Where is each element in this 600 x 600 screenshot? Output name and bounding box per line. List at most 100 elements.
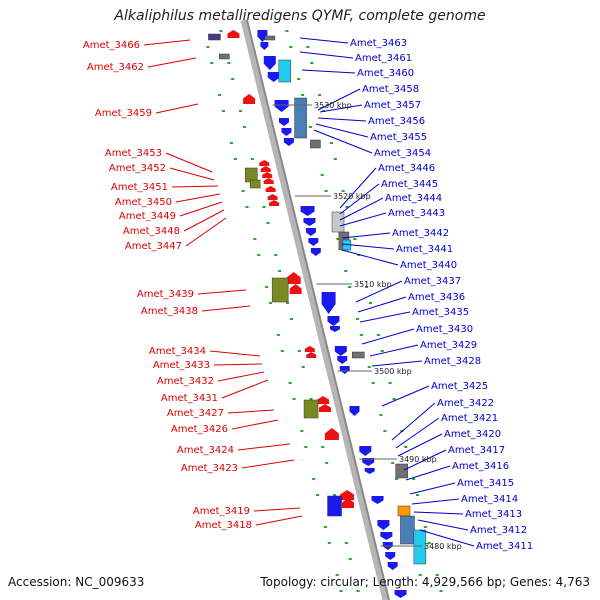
gene-label-right: Amet_3412: [470, 525, 527, 536]
track-tick: [306, 46, 310, 48]
right-leader-line: [381, 385, 430, 407]
genome-stats-text: Topology: circular; Length: 4,929,566 bp…: [260, 575, 590, 589]
gene-label-right: Amet_3456: [368, 116, 425, 127]
track-tick: [222, 110, 226, 112]
gene-box-cyan: [413, 529, 427, 565]
gene-arrow-forward: [387, 562, 398, 570]
gene-arrow-reverse: [243, 94, 256, 104]
left-leader-line: [201, 305, 251, 312]
gene-arrow-forward: [385, 552, 396, 560]
gene-arrow-forward: [371, 496, 384, 504]
gene-label-right: Amet_3421: [441, 413, 498, 424]
track-tick: [318, 94, 322, 96]
track-tick: [316, 494, 320, 496]
gene-label-left: Amet_3450: [115, 197, 172, 208]
gene-box-gray: [219, 53, 230, 60]
gene-label-right: Amet_3445: [381, 179, 438, 190]
left-leader-line: [213, 363, 263, 366]
gene-arrow-forward: [303, 218, 316, 226]
right-leader-line: [341, 249, 399, 266]
gene-label-right: Amet_3457: [364, 100, 421, 111]
genome-backbone: [240, 19, 390, 600]
track-tick: [325, 462, 329, 464]
gene-box-lightgray: [331, 211, 345, 233]
gene-arrow-reverse: [259, 160, 270, 166]
track-tick: [304, 446, 308, 448]
track-tick: [309, 398, 313, 400]
track-tick: [371, 382, 375, 384]
left-leader-line: [175, 193, 221, 203]
track-tick: [416, 494, 420, 496]
gene-arrow-reverse: [269, 200, 280, 206]
left-leader-line: [147, 57, 197, 68]
gene-arrow-forward: [281, 128, 292, 136]
track-tick: [301, 366, 305, 368]
gene-label-left: Amet_3438: [141, 306, 198, 317]
track-tick: [418, 574, 422, 576]
track-tick: [376, 334, 380, 336]
track-tick: [333, 494, 337, 496]
scale-label: 3530 kbp: [314, 101, 352, 110]
track-tick: [289, 46, 293, 48]
gene-arrow-forward: [329, 326, 340, 332]
left-leader-line: [241, 459, 295, 469]
track-tick: [288, 382, 292, 384]
track-tick: [353, 238, 357, 240]
right-leader-line: [397, 433, 443, 457]
gene-arrow-reverse: [342, 498, 355, 508]
gene-arrow-forward: [300, 206, 315, 216]
track-tick: [245, 206, 249, 208]
track-tick: [210, 62, 214, 64]
track-tick: [355, 318, 359, 320]
gene-label-left: Amet_3448: [123, 226, 180, 237]
gene-label-right: Amet_3413: [465, 509, 522, 520]
track-tick: [250, 158, 254, 160]
right-leader-line: [411, 498, 460, 505]
track-tick: [292, 398, 296, 400]
gene-box-gray: [264, 35, 276, 41]
gene-label-right: Amet_3437: [404, 276, 461, 287]
gene-arrow-reverse: [262, 172, 273, 178]
left-leader-line: [231, 419, 279, 430]
right-leader-line: [319, 104, 363, 113]
gene-arrow-forward: [274, 100, 289, 112]
gene-label-left: Amet_3423: [181, 463, 238, 474]
track-tick: [344, 270, 348, 272]
track-tick: [391, 462, 395, 464]
track-tick: [266, 222, 270, 224]
gene-arrow-forward: [334, 346, 347, 356]
gene-label-left: Amet_3453: [105, 148, 162, 159]
gene-label-left: Amet_3432: [157, 376, 214, 387]
gene-box-cyan: [278, 59, 292, 83]
gene-box-gray: [395, 463, 408, 479]
track-tick: [359, 334, 363, 336]
gene-label-right: Amet_3435: [412, 307, 469, 318]
gene-label-right: Amet_3458: [362, 84, 419, 95]
gene-label-right: Amet_3444: [385, 193, 442, 204]
track-tick: [367, 366, 371, 368]
gene-arrow-forward: [364, 468, 375, 474]
gene-arrow-forward: [260, 42, 269, 50]
track-tick: [335, 574, 339, 576]
right-leader-line: [405, 465, 451, 481]
left-leader-line: [185, 217, 227, 247]
right-leader-line: [315, 123, 369, 138]
track-tick: [323, 526, 327, 528]
track-tick: [348, 286, 352, 288]
scale-label: 3480 kbp: [424, 542, 462, 551]
gene-label-left: Amet_3433: [153, 360, 210, 371]
track-tick: [423, 526, 427, 528]
right-leader-line: [339, 167, 377, 209]
right-leader-line: [299, 37, 349, 44]
gene-box-gray: [310, 139, 321, 149]
track-tick: [395, 478, 399, 480]
scale-label: 3500 kbp: [374, 367, 412, 376]
gene-label-left: Amet_3426: [171, 424, 228, 435]
gene-label-right: Amet_3411: [476, 541, 533, 552]
track-tick: [257, 254, 261, 256]
track-tick: [297, 350, 301, 352]
left-leader-line: [169, 167, 215, 181]
scale-label: 3510 kbp: [354, 280, 392, 289]
gene-arrow-forward: [359, 446, 372, 456]
track-tick: [276, 334, 280, 336]
